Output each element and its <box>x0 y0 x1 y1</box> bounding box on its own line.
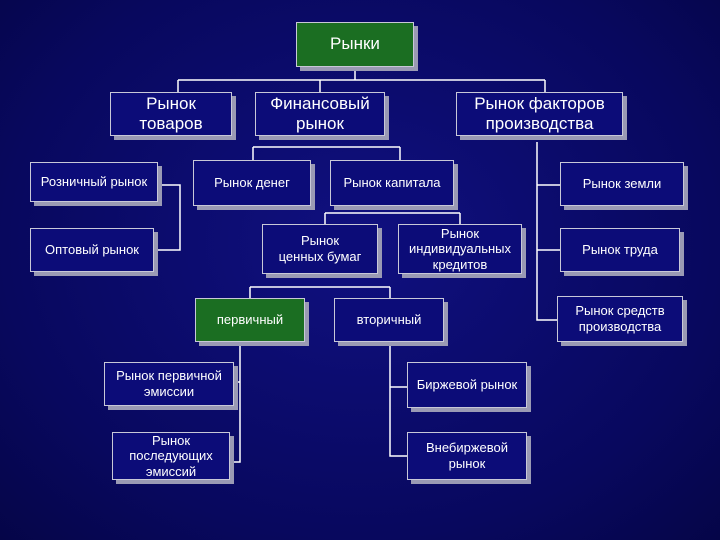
node-subsequent-issue-market: Рынок последующих эмиссий <box>112 432 230 480</box>
node-individual-credit-market: Рынок индивидуальных кредитов <box>398 224 522 274</box>
connector-goods-children <box>158 184 181 251</box>
node-factors-market: Рынок факторов производства <box>456 92 623 136</box>
node-root: Рынки <box>296 22 414 67</box>
node-secondary: вторичный <box>334 298 444 342</box>
connector-factors-children <box>536 142 557 321</box>
node-means-of-production-market: Рынок средств производства <box>557 296 683 342</box>
node-primary-issue-market: Рынок первичной эмиссии <box>104 362 234 406</box>
node-financial-market: Финансовый рынок <box>255 92 385 136</box>
node-labor-market: Рынок труда <box>560 228 680 272</box>
node-otc-market: Внебиржевой рынок <box>407 432 527 480</box>
connector-primary-children <box>234 342 241 463</box>
node-land-market: Рынок земли <box>560 162 684 206</box>
node-wholesale-market: Оптовый рынок <box>30 228 154 272</box>
node-exchange-market: Биржевой рынок <box>407 362 527 408</box>
node-capital-market: Рынок капитала <box>330 160 454 206</box>
node-securities-market: Рынок ценных бумаг <box>262 224 378 274</box>
node-retail-market: Розничный рынок <box>30 162 158 202</box>
connector-secondary-children <box>389 342 407 457</box>
node-primary: первичный <box>195 298 305 342</box>
node-goods-market: Рынок товаров <box>110 92 232 136</box>
node-money-market: Рынок денег <box>193 160 311 206</box>
